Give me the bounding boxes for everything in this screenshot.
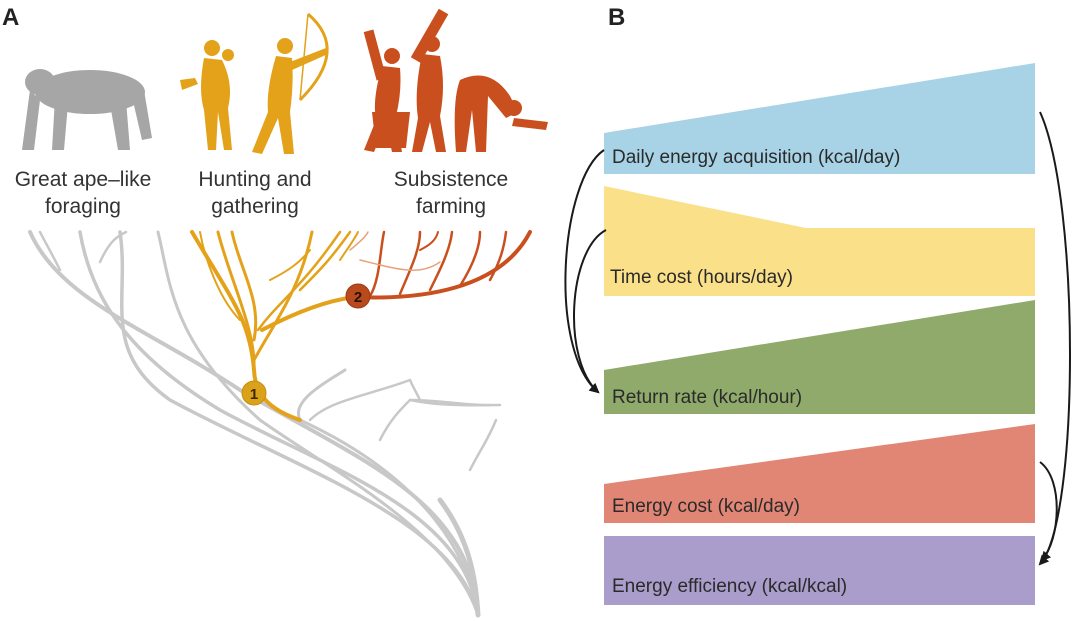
node-1-marker: 1 <box>241 380 267 406</box>
hunter-gatherer-icon <box>180 38 328 154</box>
time-cost-label: Time cost (hours/day) <box>610 267 794 288</box>
node-2-label: 2 <box>354 289 362 306</box>
category-label-line: Great ape–like <box>14 168 152 191</box>
category-label-subsistence-farming: Subsistence farming <box>374 166 528 220</box>
return-rate-label: Return rate (kcal/hour) <box>612 387 803 408</box>
farmer-icon <box>363 8 548 152</box>
category-label-line: Hunting and <box>198 168 312 191</box>
return-rate-band <box>604 300 1035 414</box>
daily-energy-label: Daily energy acquisition (kcal/day) <box>612 147 901 168</box>
arrow-daily-to-return <box>564 149 605 394</box>
category-label-line: foraging <box>45 195 121 218</box>
category-label-line: farming <box>415 195 487 218</box>
energy-efficiency-label: Energy efficiency (kcal/kcal) <box>612 576 848 597</box>
category-label-line: gathering <box>211 195 299 218</box>
panel-label-a: A <box>2 4 20 31</box>
panel-label-b: B <box>608 4 626 31</box>
category-label-line: Subsistence <box>393 168 509 191</box>
phylogeny-farmer-branches <box>349 230 532 300</box>
category-label-ape-foraging: Great ape–like foraging <box>8 166 158 220</box>
phylogeny-hunter-branches <box>190 230 359 422</box>
great-ape-icon <box>22 69 152 150</box>
arrow-time-to-return <box>573 229 607 394</box>
bow-icon <box>298 12 329 102</box>
daily-energy-band <box>604 63 1035 174</box>
category-label-hunting-gathering: Hunting and gathering <box>180 166 330 220</box>
node-1-label: 1 <box>250 386 258 403</box>
arrow-daily-to-efficiency <box>1038 111 1071 566</box>
energy-cost-band <box>604 424 1035 523</box>
node-2-marker: 2 <box>345 283 371 309</box>
energy-efficiency-band <box>604 536 1035 605</box>
time-cost-band <box>604 186 1035 296</box>
energy-cost-label: Energy cost (kcal/day) <box>612 496 800 517</box>
arrow-energy-to-efficiency <box>1039 461 1058 562</box>
